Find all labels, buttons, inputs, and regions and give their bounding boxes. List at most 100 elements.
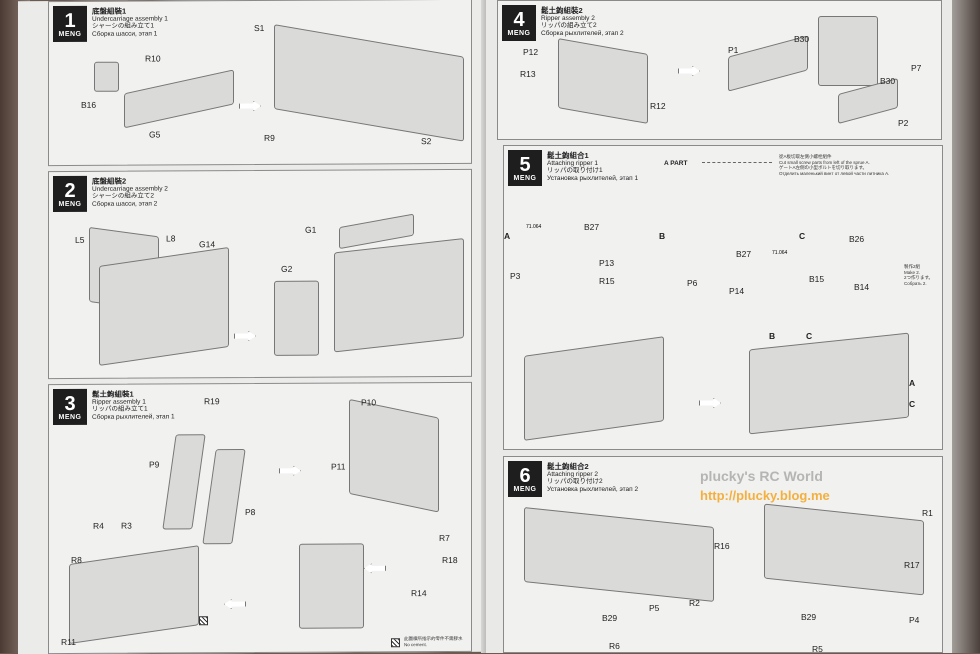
- step-title-text: Ripper assembly 2: [541, 14, 595, 22]
- part-label: R17: [904, 560, 920, 570]
- part-label: G5: [149, 129, 161, 140]
- part-drawing: [299, 543, 364, 629]
- instruction-note: Cut small screw parts from left of the s…: [779, 159, 870, 165]
- part-label: A: [504, 231, 511, 241]
- instruction-note: No cement.: [404, 641, 428, 647]
- meng-logo: MENG: [58, 30, 82, 38]
- part-label: B: [659, 231, 666, 241]
- step-title-text: Сборка рыхлителей, этап 1: [92, 413, 175, 421]
- watermark-title: plucky's RC World: [700, 468, 823, 484]
- step-title-text: Attaching ripper 1: [547, 159, 598, 167]
- watermark-url: http://plucky.blog.me: [700, 488, 830, 503]
- part-drawing: [349, 398, 439, 513]
- instruction-note: 製作2組: [904, 264, 921, 269]
- instruction-note: 此圖標所指示的零件不需膠水: [404, 635, 463, 642]
- part-label: B14: [854, 282, 870, 292]
- step-number: 2: [64, 179, 76, 202]
- part-label: G14: [199, 239, 216, 250]
- part-label: R15: [599, 276, 615, 286]
- step-title-text: リッパの取り付け1: [547, 167, 603, 175]
- part-drawing: [124, 69, 234, 129]
- part-label: B30: [794, 34, 810, 44]
- part-label: P5: [649, 603, 660, 613]
- part-label: R13: [520, 69, 536, 79]
- meng-logo: MENG: [58, 413, 82, 421]
- part-label: R18: [442, 554, 458, 566]
- step-number: 6: [519, 464, 531, 487]
- part-drawing: [558, 38, 648, 124]
- part-label: B27: [736, 249, 752, 259]
- step-number: 5: [519, 153, 531, 176]
- part-label: B30: [880, 76, 896, 86]
- part-label: B: [769, 331, 776, 341]
- part-label: G1: [305, 224, 317, 235]
- part-label: P7: [911, 63, 922, 73]
- part-label: P1: [728, 45, 739, 55]
- part-label: P2: [898, 118, 909, 128]
- instruction-note: ゲートA左側の小型ボルトを切り取ります。: [779, 165, 868, 170]
- instruction-note: Make 2.: [904, 269, 921, 275]
- step-title-text: Attaching ripper 2: [547, 470, 598, 478]
- part-label: R19: [204, 396, 220, 407]
- part-label: P10: [361, 397, 377, 408]
- part-label: R7: [439, 532, 450, 544]
- part-label: P12: [523, 47, 539, 57]
- part-drawing: [749, 332, 909, 435]
- instruction-note: 從A板切取左側小螺栓組件: [779, 154, 832, 159]
- instruction-note: 71.064: [772, 250, 788, 256]
- part-label: P13: [599, 258, 615, 268]
- part-label: G2: [281, 263, 293, 274]
- part-label: R5: [812, 644, 823, 654]
- part-label: P11: [331, 461, 346, 472]
- sprue-drawing: [702, 162, 772, 166]
- part-label: A: [909, 378, 916, 388]
- step-number: 1: [64, 9, 76, 32]
- part-drawing: [99, 246, 229, 366]
- part-label: R3: [121, 520, 132, 531]
- no-cement-icon: [391, 638, 400, 648]
- part-label: R12: [650, 101, 666, 111]
- part-label: L8: [166, 233, 176, 244]
- part-drawing: [764, 503, 924, 596]
- arrow-icon: [234, 331, 256, 341]
- part-label: B16: [81, 99, 97, 110]
- step-title-text: Сборка шасси, этап 1: [92, 30, 158, 38]
- meng-logo: MENG: [507, 29, 531, 37]
- arrow-icon: [224, 599, 246, 609]
- instruction-note: Отделить маленький винт от левой части л…: [779, 170, 890, 176]
- arrow-icon: [279, 466, 301, 476]
- part-label: P14: [729, 286, 745, 296]
- step-title-text: 鬆土鉤組裝2: [541, 6, 583, 15]
- part-label: P3: [510, 271, 521, 281]
- part-label: R16: [714, 541, 730, 551]
- part-label: A PART: [664, 160, 688, 167]
- part-drawing: [818, 16, 878, 86]
- step-title-text: 鬆土鉤組合1: [547, 151, 589, 160]
- part-label: R6: [609, 641, 620, 651]
- step-title-text: リッパの取り付け2: [547, 478, 603, 486]
- meng-logo: MENG: [513, 485, 537, 493]
- part-label: R2: [689, 598, 700, 608]
- part-label: P9: [149, 459, 160, 470]
- arrow-icon: [364, 563, 386, 573]
- part-label: B29: [602, 613, 618, 623]
- instruction-note: 71.064: [526, 224, 542, 230]
- part-drawing: [69, 545, 199, 645]
- part-drawing: [202, 449, 246, 545]
- arrow-icon: [699, 398, 721, 408]
- step-title-text: Сборка шасси, этап 2: [92, 200, 158, 208]
- part-label: R9: [264, 132, 275, 143]
- part-drawing: [334, 238, 464, 353]
